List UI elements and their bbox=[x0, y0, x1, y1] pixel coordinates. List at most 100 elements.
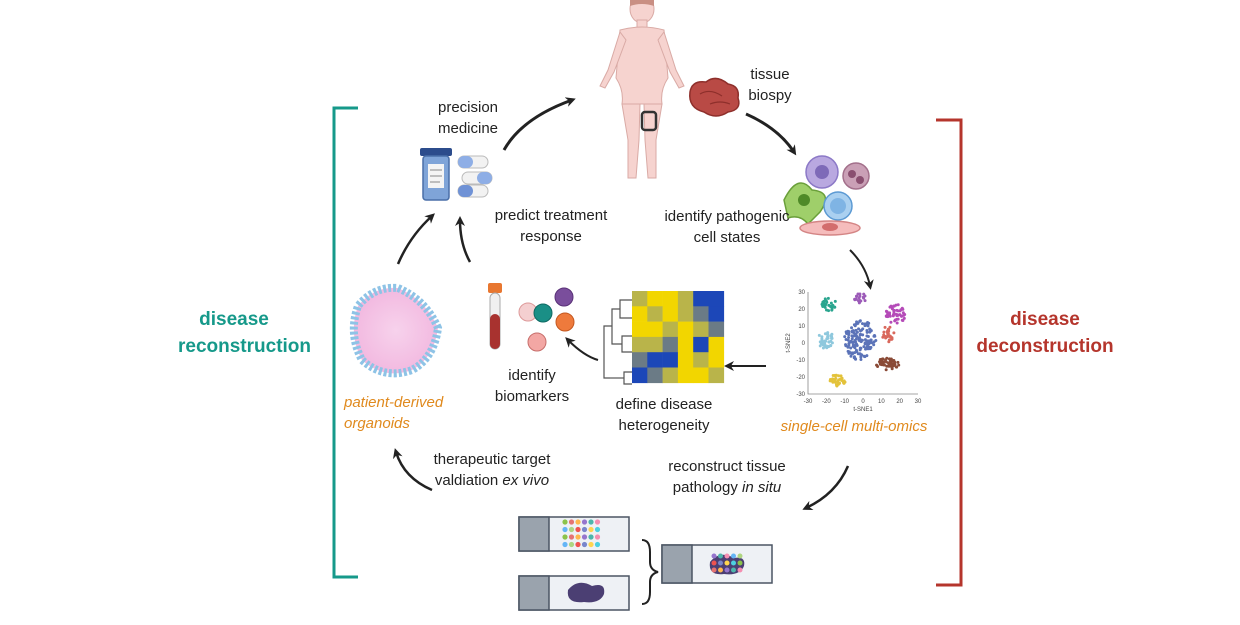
single-cell-label: single-cell multi-omics bbox=[780, 418, 928, 435]
arrow-slides-to-organoids bbox=[392, 448, 433, 492]
tsne-point bbox=[902, 316, 906, 320]
tsne-point bbox=[863, 341, 867, 345]
slide-dot bbox=[562, 526, 568, 533]
tsne-point bbox=[872, 343, 876, 347]
tsne-point bbox=[846, 330, 850, 334]
tissue-biopsy-label: tissue biospy bbox=[748, 66, 792, 104]
slide-dot bbox=[568, 534, 575, 540]
heatmap-cell bbox=[677, 291, 694, 307]
slide-dot bbox=[724, 567, 730, 573]
pill-capsules-icon bbox=[457, 155, 493, 198]
slide-dot bbox=[711, 553, 717, 559]
heatmap-cell bbox=[632, 306, 648, 322]
slide-dot bbox=[588, 534, 594, 540]
tsne-point bbox=[882, 360, 886, 364]
human-figure-icon bbox=[599, 0, 685, 179]
heatmap-cell bbox=[647, 291, 663, 307]
deconstruction-bracket bbox=[936, 118, 963, 587]
tsne-point bbox=[864, 346, 868, 350]
tsne-point bbox=[823, 339, 827, 343]
tsne-point bbox=[883, 325, 887, 329]
tsne-point bbox=[840, 376, 844, 380]
heatmap-cell bbox=[677, 306, 694, 322]
arrow-biopsy-to-cells bbox=[745, 112, 797, 156]
tsne-point bbox=[884, 309, 888, 313]
tsne-point bbox=[844, 337, 848, 341]
tsne-point bbox=[822, 299, 826, 303]
heterogeneity-label: define disease heterogeneity bbox=[615, 396, 713, 434]
heatmap-cell bbox=[677, 352, 694, 368]
slide-dot bbox=[711, 560, 717, 566]
tsne-point bbox=[890, 367, 894, 371]
biomarker-circles-icon bbox=[518, 287, 575, 352]
predict-response-label: predict treatment response bbox=[494, 207, 608, 245]
tsne-point bbox=[853, 297, 857, 301]
tsne-point bbox=[854, 348, 858, 352]
tsne-point bbox=[849, 346, 853, 350]
heatmap-cell bbox=[632, 291, 648, 307]
tsne-point bbox=[833, 299, 837, 303]
deconstruction-side-label: disease deconstruction bbox=[976, 309, 1114, 357]
tsne-y-tick: -10 bbox=[796, 358, 805, 364]
tsne-point bbox=[855, 330, 859, 334]
tsne-y-tick: 10 bbox=[798, 324, 805, 330]
arrow-medicine-to-patient bbox=[502, 97, 576, 151]
tsne-point bbox=[831, 303, 835, 307]
slide-dot bbox=[731, 553, 736, 559]
tsne-point bbox=[901, 319, 905, 323]
tsne-point bbox=[882, 330, 886, 334]
pathogenic-states-label: identify pathogenic cell states bbox=[664, 208, 790, 246]
slide-dot bbox=[568, 526, 575, 533]
slide-dot bbox=[568, 519, 575, 525]
tsne-point bbox=[846, 349, 850, 353]
tsne-point bbox=[839, 374, 843, 378]
tsne-point bbox=[848, 341, 852, 345]
arrow-organoid-to-medicine bbox=[396, 213, 435, 265]
cell-types-icon bbox=[783, 155, 870, 236]
heatmap-cell bbox=[708, 291, 725, 307]
heatmap-cell bbox=[693, 367, 709, 384]
tsne-point bbox=[842, 379, 846, 383]
tsne-point bbox=[884, 336, 888, 340]
precision-medicine-label: precision medicine bbox=[437, 99, 499, 137]
tsne-point bbox=[889, 320, 893, 324]
tsne-point bbox=[843, 335, 847, 339]
tissue-sample-icon bbox=[689, 77, 740, 117]
tsne-point bbox=[826, 331, 830, 335]
tsne-y-tick: 30 bbox=[798, 290, 805, 296]
tsne-point bbox=[833, 378, 837, 382]
tsne-point bbox=[824, 303, 828, 307]
heatmap-cell bbox=[677, 336, 694, 353]
heatmap-cell bbox=[708, 352, 725, 368]
tsne-point bbox=[853, 351, 857, 355]
organoid-icon bbox=[349, 283, 443, 378]
tsne-point bbox=[885, 356, 889, 360]
tsne-point bbox=[818, 344, 822, 348]
tsne-point bbox=[857, 296, 861, 300]
tsne-point bbox=[849, 354, 853, 358]
tsne-y-tick: -20 bbox=[796, 375, 805, 381]
tsne-point bbox=[857, 327, 861, 331]
tsne-point bbox=[854, 294, 858, 298]
heatmap-dendrogram-icon bbox=[603, 299, 632, 385]
tsne-point bbox=[833, 305, 837, 309]
tsne-point bbox=[858, 329, 862, 333]
slide-top-icon bbox=[518, 516, 630, 552]
tsne-point bbox=[829, 301, 833, 305]
tsne-point bbox=[865, 328, 869, 332]
tsne-point bbox=[875, 363, 879, 367]
tsne-point bbox=[866, 335, 870, 339]
slide-dot bbox=[568, 541, 575, 548]
tsne-point bbox=[892, 364, 896, 368]
tsne-point bbox=[829, 344, 833, 348]
tsne-point bbox=[850, 351, 854, 355]
tsne-point bbox=[889, 359, 893, 363]
tsne-point bbox=[887, 312, 891, 316]
tsne-point bbox=[891, 313, 895, 317]
slide-dot bbox=[575, 526, 581, 533]
tsne-point bbox=[817, 333, 821, 337]
slide-dot bbox=[562, 534, 568, 540]
tsne-point bbox=[835, 384, 839, 388]
slide-dot bbox=[581, 526, 588, 533]
